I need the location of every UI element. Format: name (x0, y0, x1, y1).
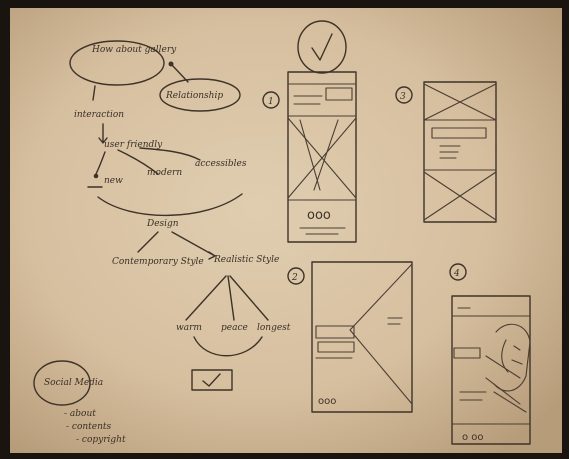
interaction-label: interaction (74, 110, 124, 120)
peace-label: peace (221, 323, 248, 333)
social-item-copyright: - copyright (76, 435, 126, 445)
wireframe-1-dots: ooo (307, 208, 331, 223)
wireframe-1-number: 1 (268, 97, 274, 107)
wireframe-4-number: 4 (453, 269, 460, 279)
mind-map: How about gallery Relationship interacti… (69, 40, 291, 391)
relationship-label: Relationship (165, 91, 223, 101)
option-modern: modern (147, 168, 182, 178)
wireframe-2-number: 2 (291, 273, 298, 283)
root-bubble (69, 40, 165, 86)
wireframe-3: 3 (395, 81, 497, 223)
social-item-contents: - contents (66, 422, 112, 432)
contemporary-label: Contemporary Style (112, 257, 204, 267)
longest-label: longest (257, 323, 291, 333)
wireframe-2-dots: ooo (318, 396, 336, 407)
option-accessibles: accessibles (195, 159, 247, 169)
wireframe-3-number: 3 (400, 92, 406, 102)
option-new: new (104, 176, 123, 186)
design-label: Design (146, 219, 179, 229)
wireframe-4: 4 o oo (449, 263, 531, 445)
wireframe-1: 1 ooo (262, 20, 357, 243)
wireframe-2: 2 ooo (287, 261, 413, 413)
social-item-about: - about (64, 409, 96, 419)
wireframe-4-dots: o oo (462, 432, 484, 443)
user-friendly-label: user friendly (104, 140, 163, 150)
social-bubble (33, 360, 91, 406)
root-label: How about gallery (91, 45, 177, 55)
social-note: Social Media - about - contents - copyri… (33, 360, 126, 445)
social-title: Social Media (44, 378, 103, 388)
check-box (191, 369, 233, 391)
relationship-bubble (159, 78, 241, 112)
warm-label: warm (176, 323, 202, 333)
realistic-label: Realistic Style (213, 255, 279, 265)
